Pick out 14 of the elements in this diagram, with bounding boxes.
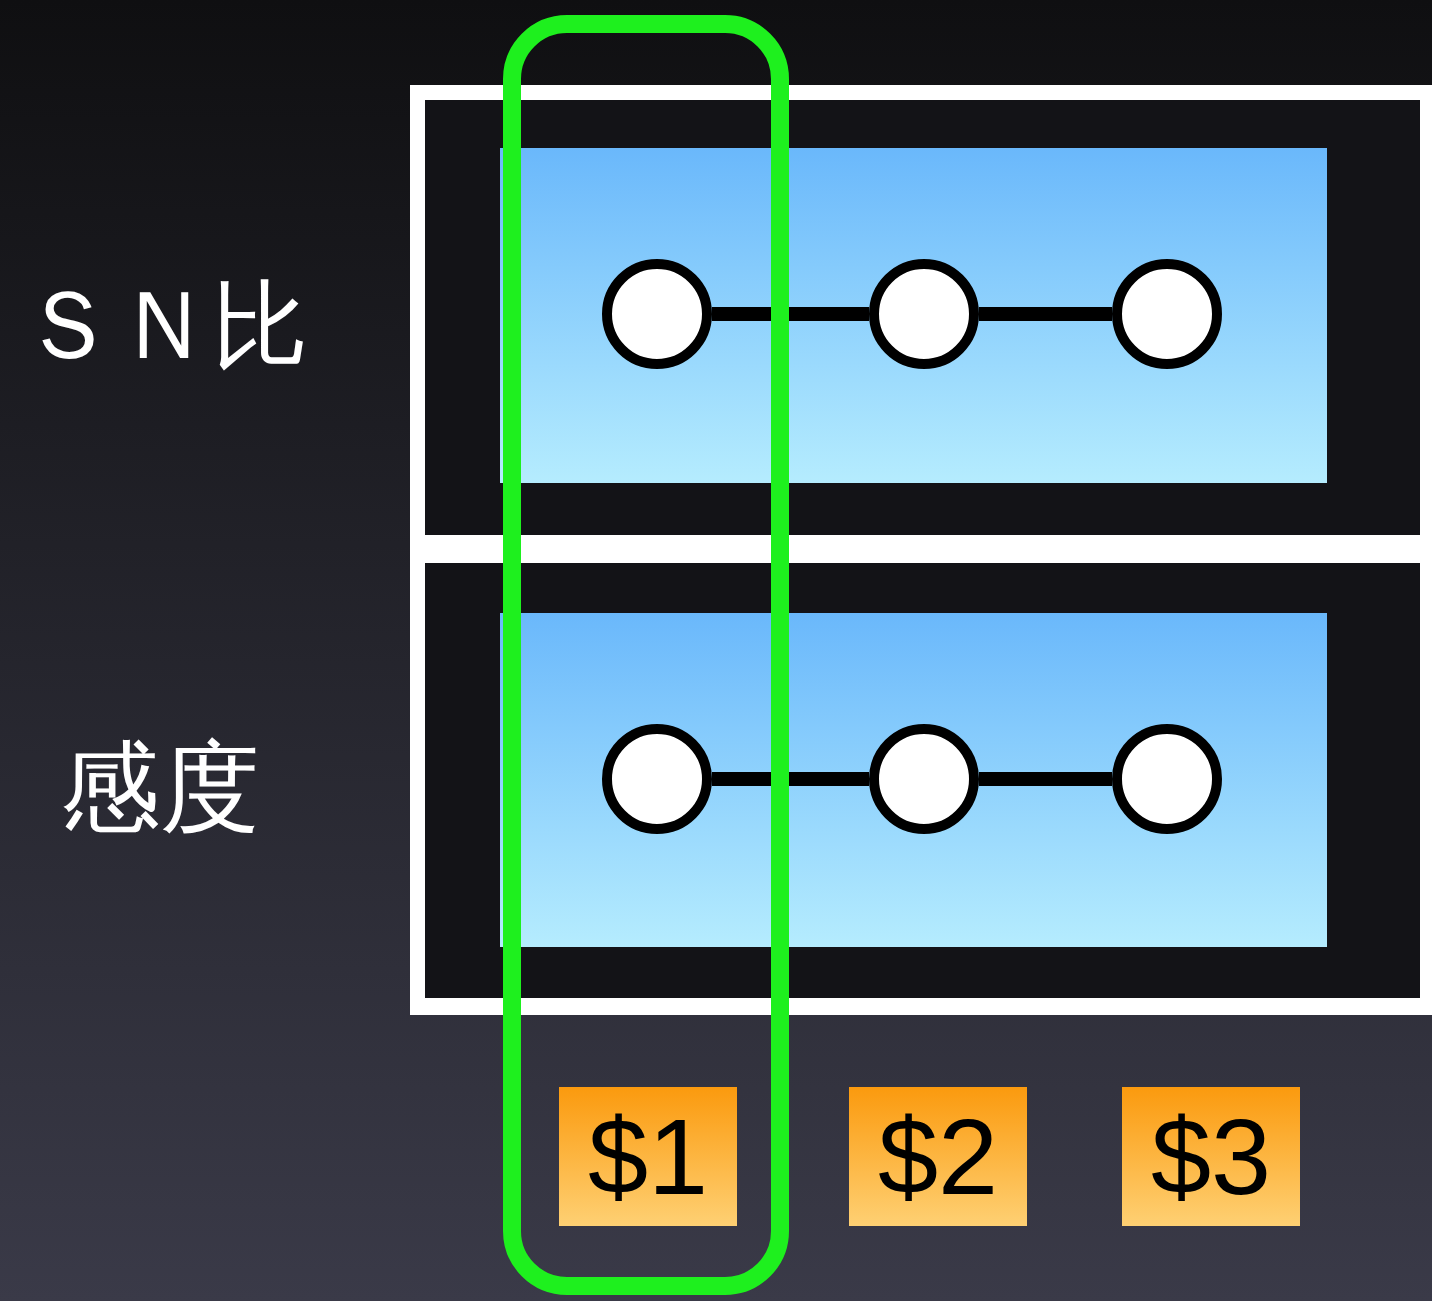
price-tag: $2	[849, 1087, 1027, 1226]
row-label: ＳＮ比	[20, 268, 308, 383]
price-tag: $3	[1122, 1087, 1300, 1226]
connector-line	[712, 307, 869, 321]
gradient-bar	[500, 148, 1327, 483]
connector-line	[979, 772, 1112, 786]
row-label: 感度	[60, 728, 260, 848]
gradient-bar	[500, 613, 1327, 947]
frame-box	[410, 85, 1432, 1015]
connector-line	[712, 772, 869, 786]
panel-box	[425, 100, 1420, 535]
price-tag: $1	[559, 1087, 737, 1226]
connector-line	[979, 307, 1112, 321]
panel-box	[425, 563, 1420, 998]
